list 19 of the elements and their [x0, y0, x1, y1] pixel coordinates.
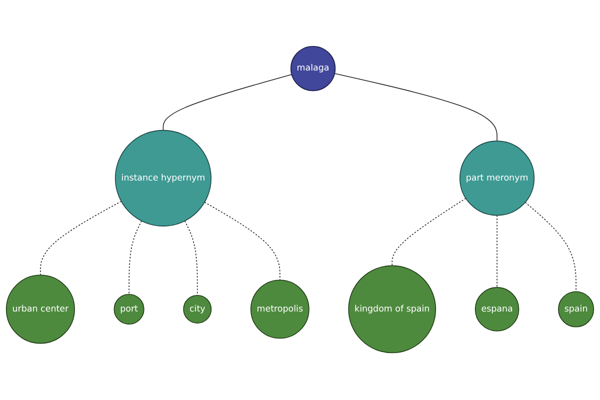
- connector: [334, 74, 498, 142]
- connector: [162, 74, 292, 132]
- node-circle: malaga: [290, 46, 336, 92]
- connector: [392, 198, 466, 267]
- node-circle: kingdom of spain: [348, 266, 436, 354]
- connector: [204, 202, 280, 281]
- node-circle: port: [114, 294, 144, 325]
- node-circle: urban center: [6, 275, 75, 344]
- node-circle: instance hypernym: [114, 130, 212, 227]
- connector: [184, 220, 198, 296]
- node-circle: espana: [474, 288, 520, 332]
- node-circle: city: [183, 295, 212, 324]
- node-circle: part meronym: [460, 141, 535, 216]
- connector: [128, 220, 142, 296]
- node-circle: spain: [558, 292, 594, 328]
- connector: [524, 202, 576, 292]
- connector: [40, 201, 122, 276]
- connector: [496, 215, 498, 288]
- node-circle: metropolis: [250, 280, 310, 340]
